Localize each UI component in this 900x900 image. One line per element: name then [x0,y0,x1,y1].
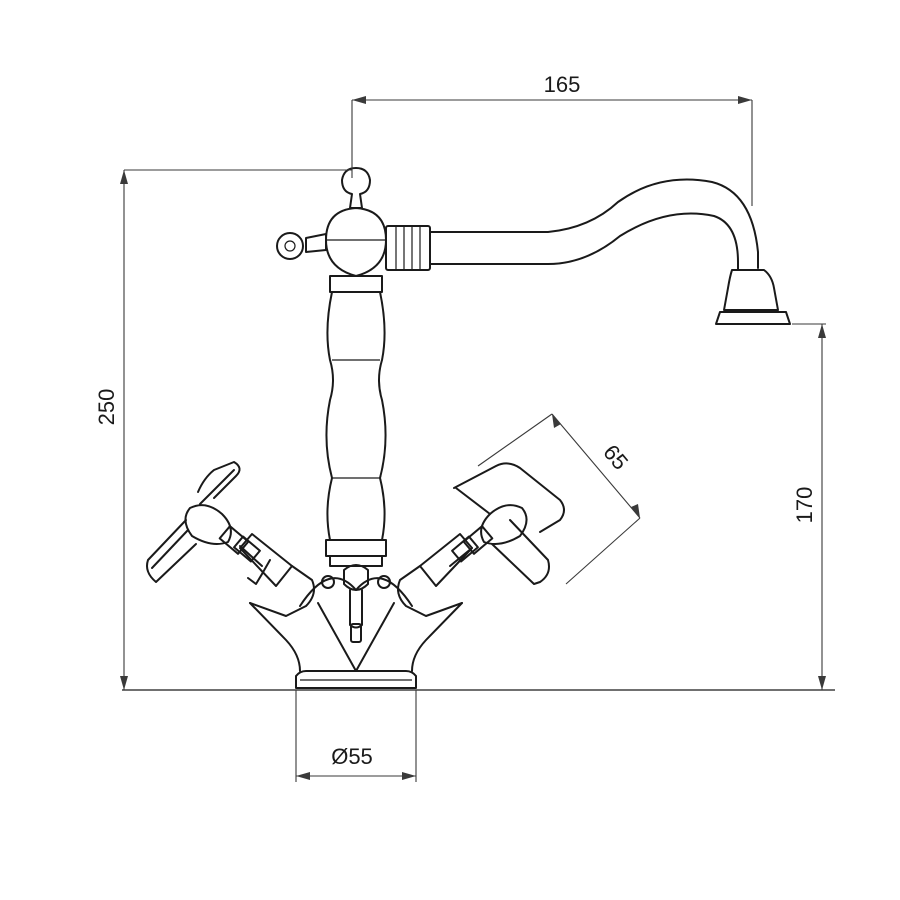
spout [429,178,791,325]
dim-spout-height: 170 [792,323,826,690]
left-handle [146,461,315,617]
dim-label-total-height: 250 [94,389,119,426]
dim-label-spout-height: 170 [792,487,817,524]
dim-total-height: 250 [94,169,352,690]
dim-label-handle-length: 65 [598,440,633,475]
dim-spout-reach: 165 [351,72,753,206]
tap-head [276,167,387,277]
dim-base-diameter: Ø55 [295,690,417,782]
popup-lever [321,564,391,643]
spout-collar [385,225,431,271]
dim-label-spout-reach: 165 [544,72,581,97]
column [325,275,387,567]
right-handle [397,462,565,617]
dim-label-base-diameter: Ø55 [331,744,373,769]
base-plinth [295,670,417,689]
